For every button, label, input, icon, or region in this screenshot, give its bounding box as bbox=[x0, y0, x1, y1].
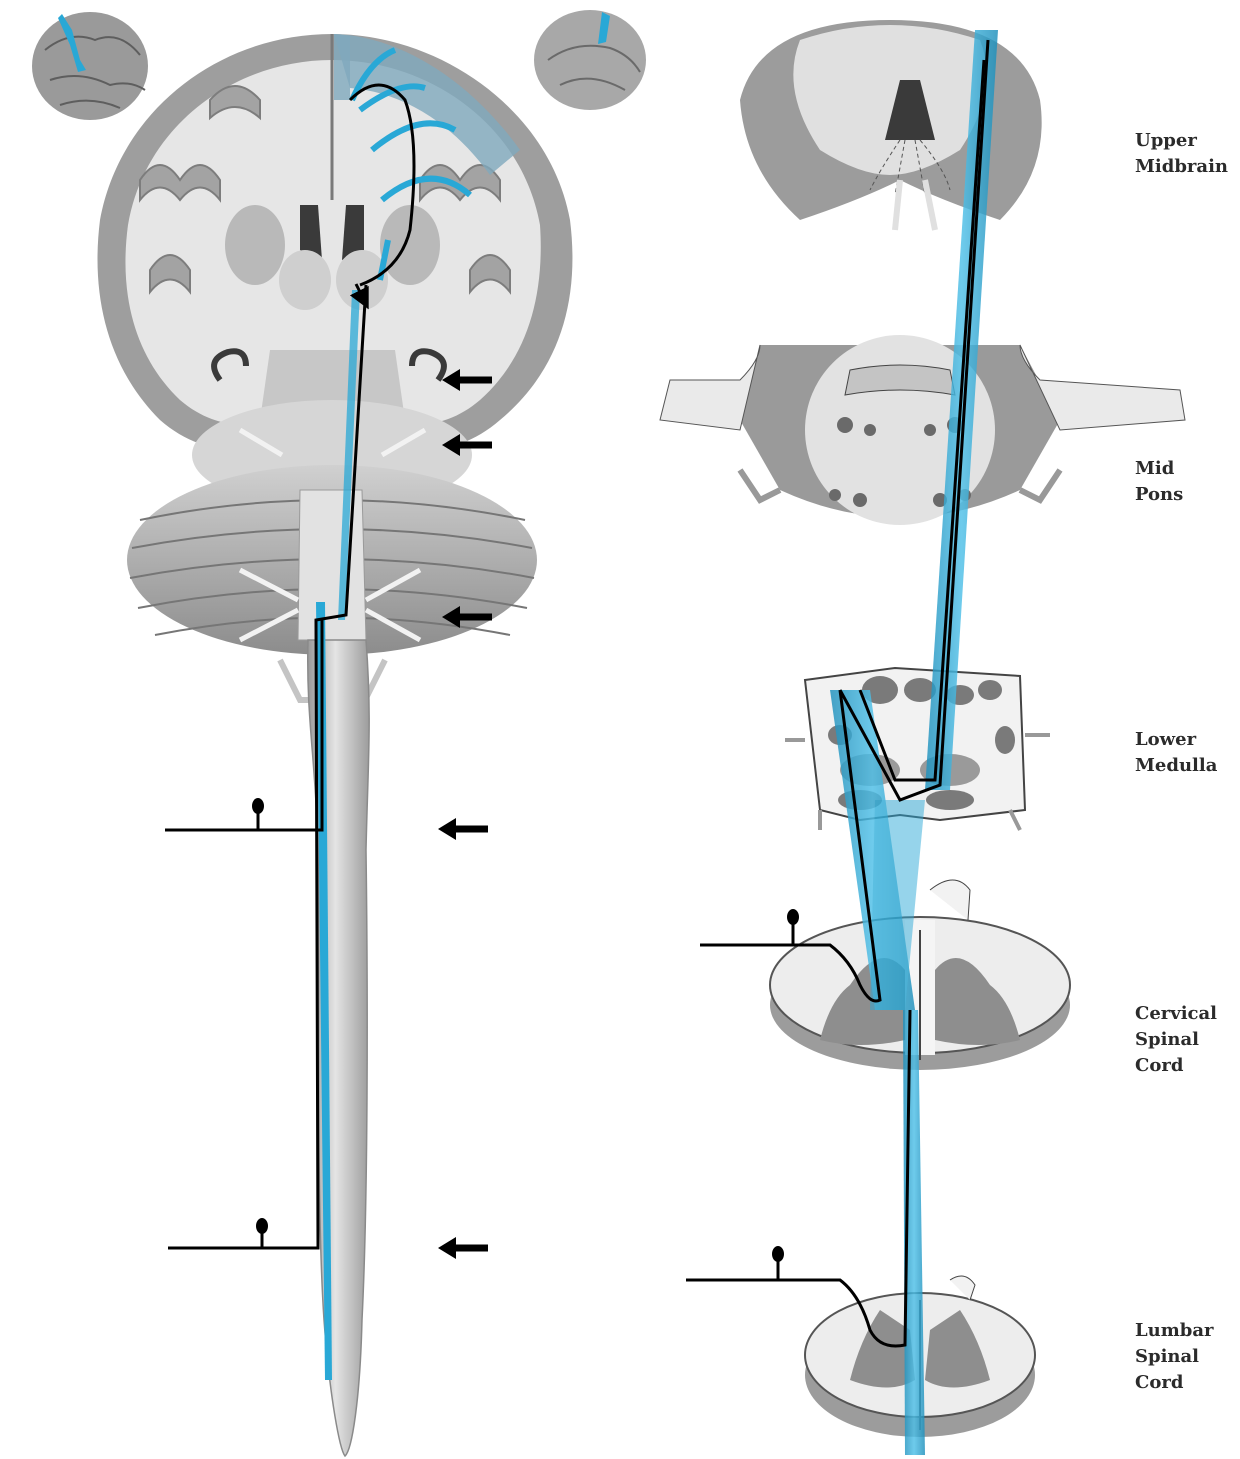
label-line: Pons bbox=[1135, 482, 1235, 508]
label-line: Spinal bbox=[1135, 1344, 1235, 1370]
label-line: Lower bbox=[1135, 727, 1235, 753]
label-line: Spinal bbox=[1135, 1027, 1235, 1053]
label-upper-midbrain: Upper Midbrain bbox=[1135, 128, 1235, 180]
label-line: Upper bbox=[1135, 128, 1235, 154]
sensory-neuron-cell-body-icon bbox=[252, 798, 268, 1248]
brain-medial-view-icon bbox=[534, 10, 646, 110]
label-line: Mid bbox=[1135, 456, 1235, 482]
cervical-spinal-cord-section bbox=[770, 880, 1070, 1070]
label-line: Midbrain bbox=[1135, 154, 1235, 180]
label-line: Cord bbox=[1135, 1053, 1235, 1079]
label-line: Lumbar bbox=[1135, 1318, 1235, 1344]
mid-pons-section bbox=[660, 335, 1185, 525]
label-lumbar-spinal-cord: Lumbar Spinal Cord bbox=[1135, 1318, 1235, 1396]
label-cervical-spinal-cord: Cervical Spinal Cord bbox=[1135, 1001, 1235, 1079]
brain-lateral-view-icon bbox=[32, 12, 148, 120]
label-line: Medulla bbox=[1135, 753, 1235, 779]
label-line: Cord bbox=[1135, 1370, 1235, 1396]
label-lower-medulla: Lower Medulla bbox=[1135, 727, 1235, 779]
label-line: Cervical bbox=[1135, 1001, 1235, 1027]
label-mid-pons: Mid Pons bbox=[1135, 456, 1235, 508]
